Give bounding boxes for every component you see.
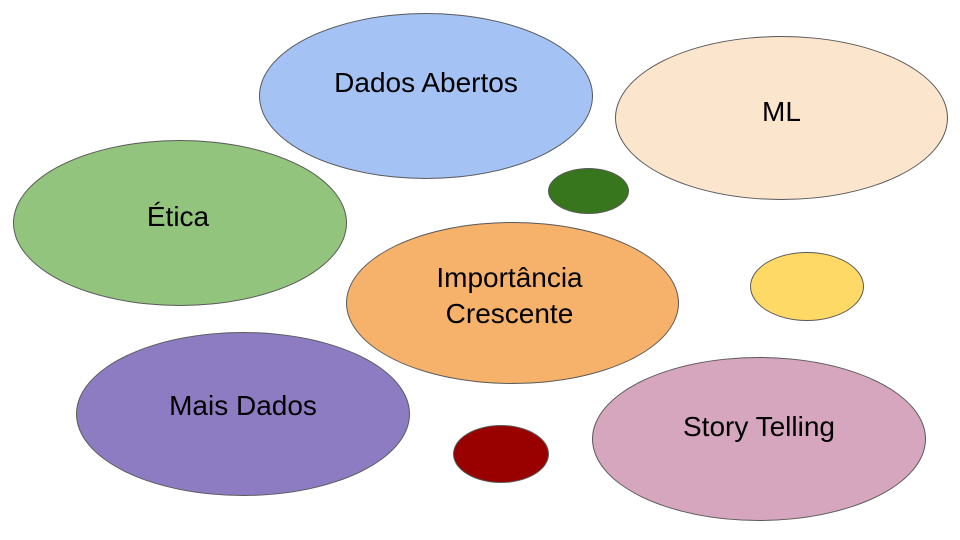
dot-yellow: [750, 252, 864, 321]
dot-green: [548, 168, 629, 214]
bubble-ml: ML: [615, 36, 948, 200]
bubble-etica: Ética: [13, 140, 347, 306]
bubble-label-ml: ML: [762, 96, 801, 127]
bubble-mais-dados: Mais Dados: [76, 332, 410, 496]
bubble-label-story-telling: Story Telling: [682, 411, 835, 442]
bubble-label-dados-abertos: Dados Abertos: [334, 67, 518, 98]
bubble-label-importancia-crescente: Importância Crescente: [436, 262, 583, 329]
bubble-story-telling: Story Telling: [592, 357, 926, 521]
bubble-label-etica: Ética: [146, 201, 210, 232]
bubble-dados-abertos: Dados Abertos: [259, 13, 593, 179]
bubble-label-mais-dados: Mais Dados: [169, 390, 317, 421]
bubble-importancia-crescente: Importância Crescente: [346, 222, 679, 384]
dot-red: [453, 425, 549, 483]
